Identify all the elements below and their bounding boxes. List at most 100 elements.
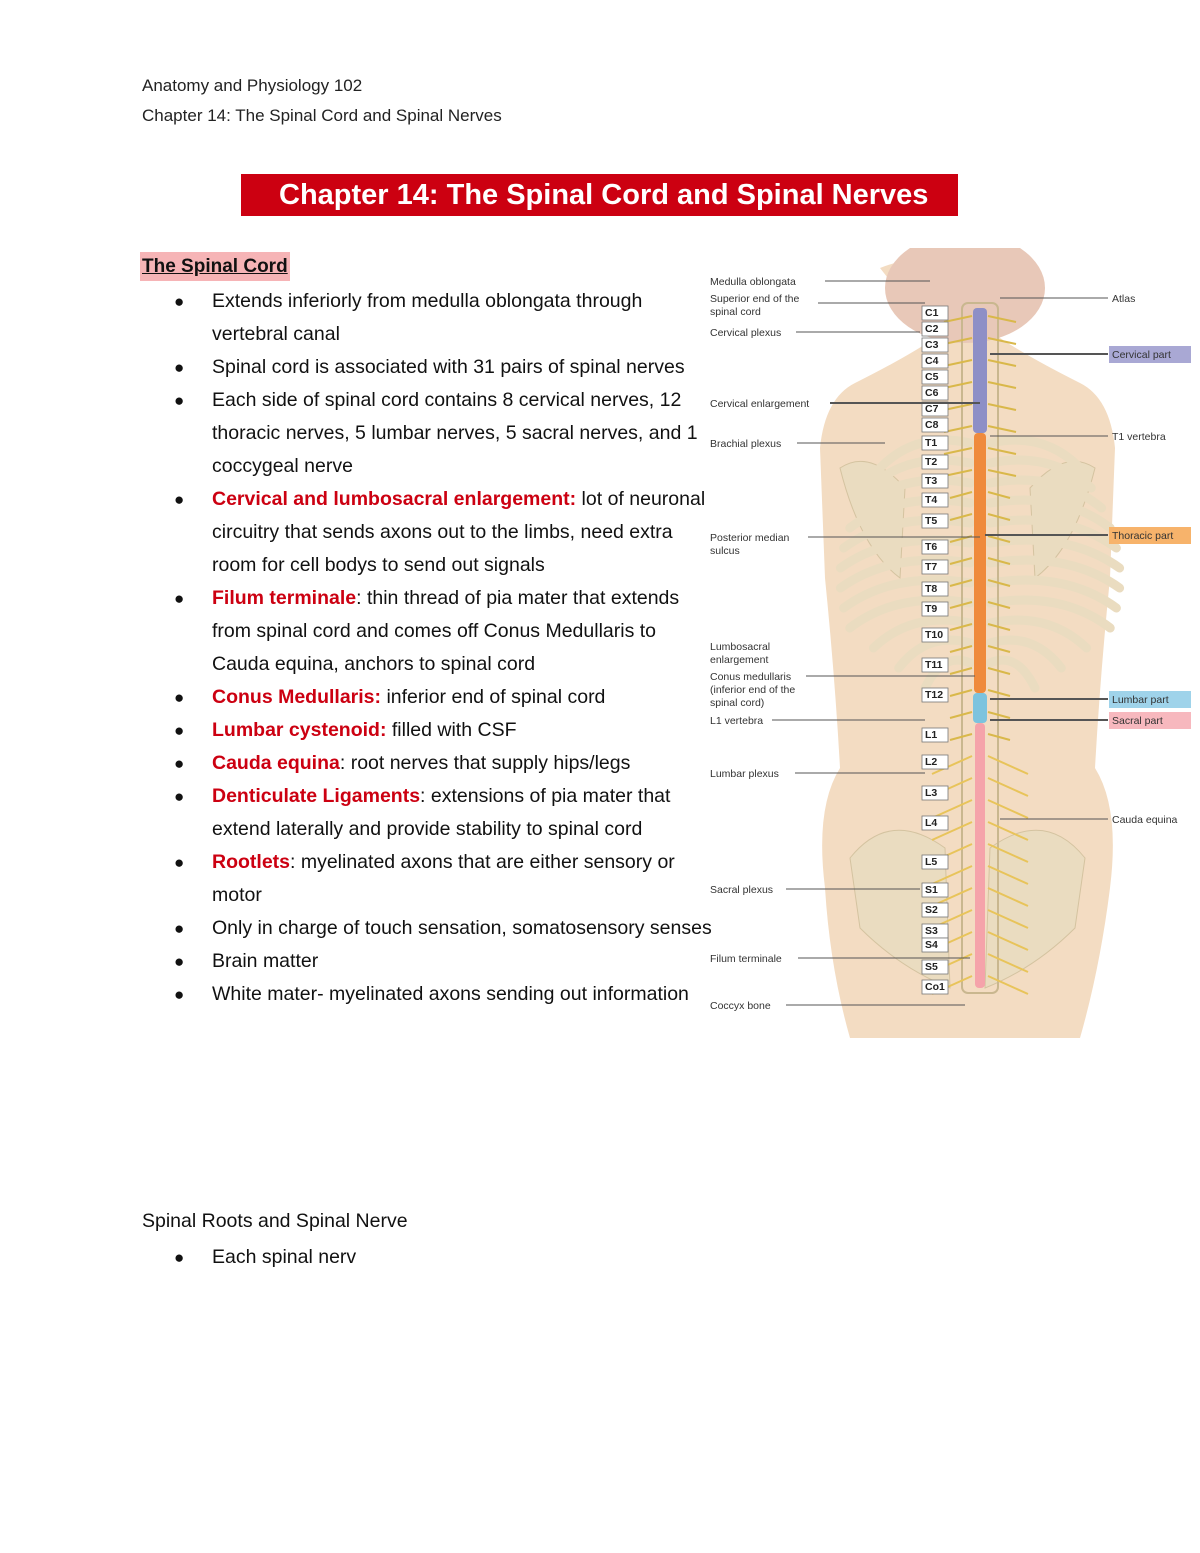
vertebra-label: L1 bbox=[925, 729, 937, 741]
vertebra-label: C1 bbox=[925, 307, 939, 319]
vertebra-label-box bbox=[921, 353, 949, 369]
spinal-nerve bbox=[987, 359, 1017, 367]
bullet-term: Cauda equina bbox=[212, 752, 340, 774]
label-lumbar-part: Lumbar part bbox=[1112, 694, 1169, 706]
vertebra-label: L4 bbox=[925, 817, 937, 829]
sacral-part-tag bbox=[1109, 712, 1191, 729]
vertebra-label: C2 bbox=[925, 323, 939, 335]
spinal-nerve bbox=[987, 843, 1029, 863]
vertebra-label-box bbox=[921, 854, 949, 870]
spinal-nerve bbox=[987, 667, 1011, 675]
vertebra-label-box bbox=[921, 979, 949, 995]
label-sacral-part: Sacral part bbox=[1112, 715, 1163, 727]
spinal-nerve bbox=[987, 931, 1029, 951]
bullet-term: Cervical and lumbosacral enlargement: bbox=[212, 488, 577, 510]
bullet-text: lot of neuronal circuitry that sends axo… bbox=[212, 488, 706, 576]
rib bbox=[985, 615, 1092, 653]
vertebra-label: T12 bbox=[925, 689, 943, 701]
vertebra-label: L5 bbox=[925, 856, 937, 868]
spinal-nerve bbox=[949, 733, 973, 741]
spinal-nerve bbox=[943, 425, 973, 433]
spinal-nerve bbox=[987, 469, 1017, 477]
spinal-nerve bbox=[949, 711, 973, 719]
vertebra-label-box bbox=[921, 305, 949, 321]
vertebra-label: L2 bbox=[925, 756, 937, 768]
label-conus-medullaris-2: (inferior end of the bbox=[710, 684, 795, 696]
spinal-nerve bbox=[987, 557, 1011, 565]
bullet-icon: ● bbox=[174, 853, 185, 872]
rib bbox=[835, 555, 975, 593]
bullet-text: Each spinal nerv bbox=[212, 1246, 357, 1268]
vertebra-label-box bbox=[921, 959, 949, 975]
spinal-nerve bbox=[931, 755, 973, 775]
thoracic-segment bbox=[974, 433, 986, 693]
label-thoracic-part: Thoracic part bbox=[1112, 530, 1173, 542]
section-heading-spinal-roots: Spinal Roots and Spinal Nerve bbox=[142, 1210, 408, 1232]
vertebra-label: T2 bbox=[925, 456, 937, 468]
spinal-nerve bbox=[943, 381, 973, 389]
bullet-text: filled with CSF bbox=[386, 719, 517, 741]
list-item: ● Cervical and lumbosacral enlargement: l… bbox=[172, 483, 712, 582]
bullet-icon: ● bbox=[174, 985, 185, 1004]
rib bbox=[985, 475, 1107, 513]
spinal-nerve bbox=[987, 513, 1011, 521]
label-cervical-part: Cervical part bbox=[1112, 349, 1171, 361]
vertebra-label: C3 bbox=[925, 339, 939, 351]
spinal-nerve bbox=[987, 447, 1017, 455]
bullet-term: Conus Medullaris: bbox=[212, 686, 382, 708]
vertebra-label: S3 bbox=[925, 925, 938, 937]
spinal-nerve bbox=[987, 623, 1011, 631]
vertebra-label: C5 bbox=[925, 371, 939, 383]
spinal-nerve bbox=[987, 425, 1017, 433]
spinal-nerve bbox=[987, 777, 1029, 797]
list-item: ●Spinal cord is associated with 31 pairs… bbox=[172, 351, 712, 384]
vertebra-label: C8 bbox=[925, 419, 939, 431]
rib bbox=[845, 595, 975, 633]
bullet-icon: ● bbox=[174, 787, 185, 806]
vertebra-label-box bbox=[921, 601, 949, 617]
vertebra-label-box bbox=[921, 785, 949, 801]
vertebra-label-box bbox=[921, 454, 949, 470]
spinal-nerve bbox=[949, 579, 973, 587]
vertebra-label: T9 bbox=[925, 603, 937, 615]
label-posterior-median: Posterior median bbox=[710, 532, 790, 544]
vertebra-label-box bbox=[921, 657, 949, 673]
rib-cage bbox=[835, 435, 1125, 693]
list-item: ●Cauda equina: root nerves that supply h… bbox=[172, 747, 712, 780]
rib bbox=[985, 495, 1115, 533]
bullet-text: White mater- myelinated axons sending ou… bbox=[212, 983, 689, 1005]
chapter-header: Chapter 14: The Spinal Cord and Spinal N… bbox=[142, 106, 502, 125]
spinal-nerve bbox=[987, 403, 1017, 411]
bullet-icon: ● bbox=[174, 292, 185, 311]
vertebra-label: T4 bbox=[925, 494, 937, 506]
rib bbox=[985, 655, 1040, 693]
vertebra-label-box bbox=[921, 559, 949, 575]
spinal-nerve bbox=[987, 975, 1029, 995]
bullet-icon: ● bbox=[174, 391, 185, 410]
spinal-nerve bbox=[949, 491, 973, 499]
list-item: ●Only in charge of touch sensation, soma… bbox=[172, 912, 712, 945]
bullet-icon: ● bbox=[174, 358, 185, 377]
rib bbox=[868, 615, 975, 653]
spinal-nerve bbox=[931, 821, 973, 841]
spinal-nerve bbox=[949, 601, 973, 609]
label-conus-medullaris: Conus medullaris bbox=[710, 671, 791, 683]
spinal-nerve bbox=[949, 557, 973, 565]
spinal-nerve bbox=[943, 447, 973, 455]
list-item: ●Each side of spinal cord contains 8 cer… bbox=[172, 384, 712, 483]
vertebra-label-box bbox=[921, 754, 949, 770]
section-heading-spinal-cord: The Spinal Cord bbox=[140, 252, 290, 281]
lumbar-segment bbox=[973, 693, 987, 723]
bullet-text: Only in charge of touch sensation, somat… bbox=[212, 917, 712, 939]
course-header: Anatomy and Physiology 102 bbox=[142, 76, 363, 95]
vertebra-label-box bbox=[921, 513, 949, 529]
spinal-nerve bbox=[943, 337, 973, 345]
spinal-nerve bbox=[949, 645, 973, 653]
vertebra-label: T6 bbox=[925, 541, 937, 553]
spinal-nerve bbox=[987, 315, 1017, 323]
vertebra-label: S5 bbox=[925, 961, 938, 973]
spinal-nerve bbox=[943, 469, 973, 477]
vertebra-label: S4 bbox=[925, 939, 938, 951]
bullet-icon: ● bbox=[174, 490, 185, 509]
bullet-term: Denticulate Ligaments bbox=[212, 785, 421, 807]
